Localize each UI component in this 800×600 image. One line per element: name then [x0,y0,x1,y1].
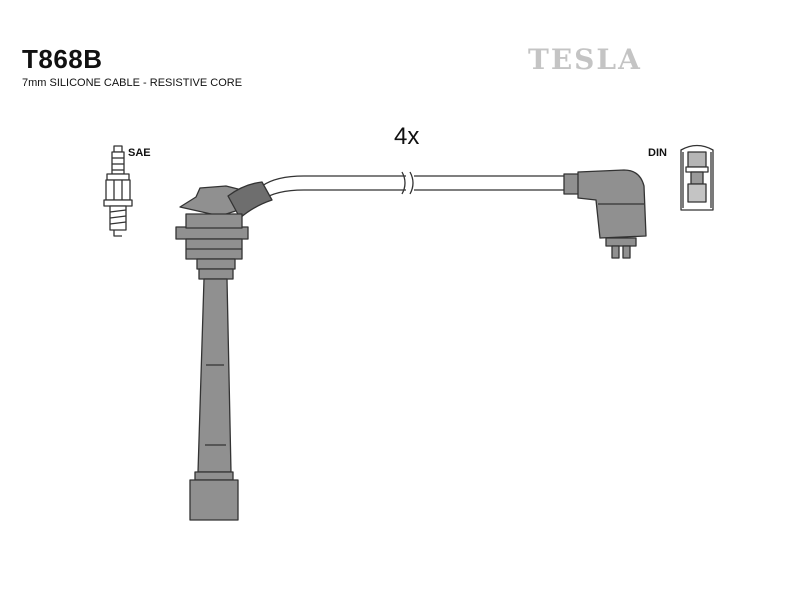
distributor-boot [563,169,647,259]
brand-logo: TESLA [528,43,642,76]
spark-plug-icon [103,145,133,237]
product-description: 7mm SILICONE CABLE - RESISTIVE CORE [22,77,243,89]
sae-label: SAE [128,147,151,159]
product-code: T868B [22,44,103,74]
ignition-cable [261,171,564,201]
spark-plug-boot [175,181,273,521]
quantity-label: 4x [394,123,420,150]
din-connector-icon [680,144,714,211]
din-label: DIN [648,147,667,159]
